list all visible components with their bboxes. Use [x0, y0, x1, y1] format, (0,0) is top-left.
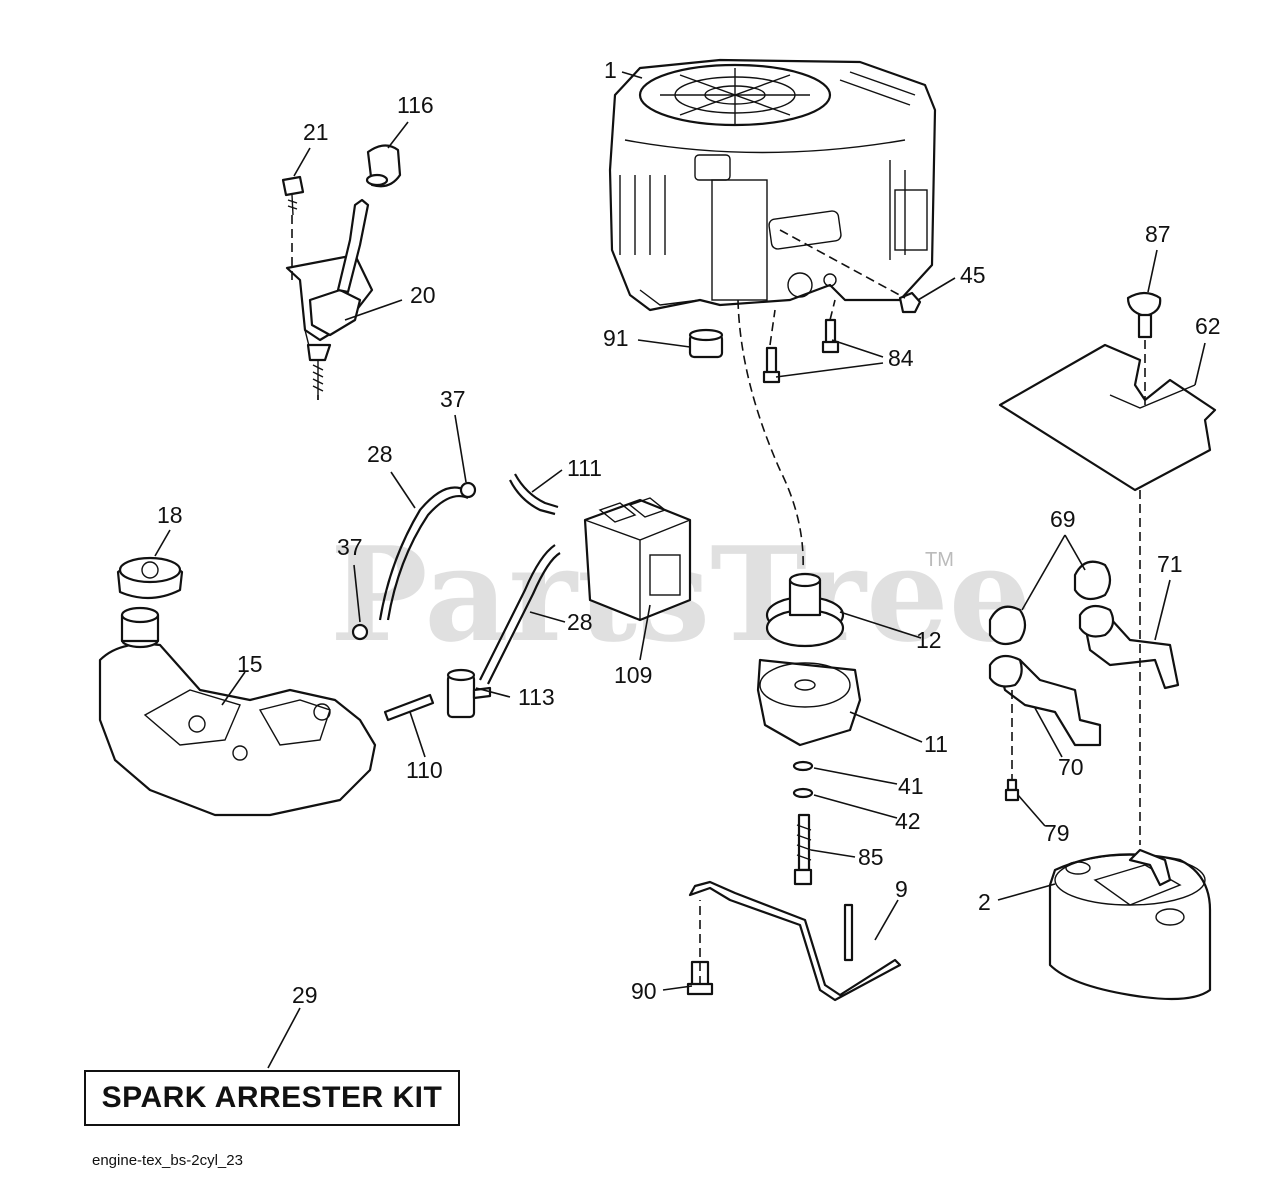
callout-29: 29: [292, 982, 318, 1008]
callout-numbers: 1 116 21 20 45 91 84 87 62 37 28 111 18 …: [157, 57, 1221, 1008]
callout-2: 2: [978, 889, 991, 915]
throttle-control-drawing[interactable]: [281, 144, 402, 400]
callout-28-left: 28: [367, 441, 393, 467]
bracket-drawing[interactable]: [686, 880, 902, 1002]
callout-42: 42: [895, 808, 921, 834]
callout-9: 9: [895, 876, 908, 902]
callout-21: 21: [303, 119, 329, 145]
callout-62: 62: [1195, 313, 1221, 339]
fuel-filter-drawing[interactable]: [383, 668, 492, 722]
callout-20: 20: [410, 282, 436, 308]
watermark-tm: TM: [925, 549, 954, 571]
callout-113: 113: [518, 684, 555, 710]
fuel-tank-drawing[interactable]: [98, 556, 377, 817]
clutch-assembly-drawing[interactable]: [756, 572, 862, 886]
callout-84: 84: [888, 345, 914, 371]
callout-28-right: 28: [567, 609, 593, 635]
callout-85: 85: [858, 844, 884, 870]
callout-37-top: 37: [440, 386, 466, 412]
fuel-lines-drawing[interactable]: [351, 473, 561, 685]
callout-45: 45: [960, 262, 986, 288]
callout-111: 111: [567, 455, 602, 481]
callout-110: 110: [406, 757, 443, 783]
callout-90: 90: [631, 978, 657, 1004]
exhaust-pipes-drawing[interactable]: [988, 560, 1180, 802]
muffler-drawing[interactable]: [1048, 848, 1212, 1001]
spark-arrester-kit-label: SPARK ARRESTER KIT: [84, 1070, 460, 1126]
callout-116: 116: [397, 92, 434, 118]
callout-18: 18: [157, 502, 183, 528]
leader-lines: [154, 71, 1206, 1069]
engine-drawing[interactable]: [608, 58, 937, 312]
callout-12: 12: [916, 627, 942, 653]
callout-15: 15: [237, 651, 263, 677]
diagram-reference-id: engine-tex_bs-2cyl_23: [92, 1152, 243, 1169]
heat-shield-drawing[interactable]: [998, 291, 1217, 492]
callout-11: 11: [924, 731, 948, 757]
callout-37-bottom: 37: [337, 534, 363, 560]
callout-1: 1: [604, 57, 617, 83]
callout-109: 109: [614, 662, 652, 688]
callout-79: 79: [1044, 820, 1070, 846]
callout-41: 41: [898, 773, 924, 799]
callout-87: 87: [1145, 221, 1171, 247]
callout-69: 69: [1050, 506, 1076, 532]
fasteners-drawing[interactable]: [688, 291, 922, 384]
callout-70: 70: [1058, 754, 1084, 780]
callout-91: 91: [603, 325, 629, 351]
assembly-dashed-lines: [291, 215, 1146, 985]
callout-71: 71: [1157, 551, 1183, 577]
fuel-pump-drawing[interactable]: [583, 497, 692, 622]
